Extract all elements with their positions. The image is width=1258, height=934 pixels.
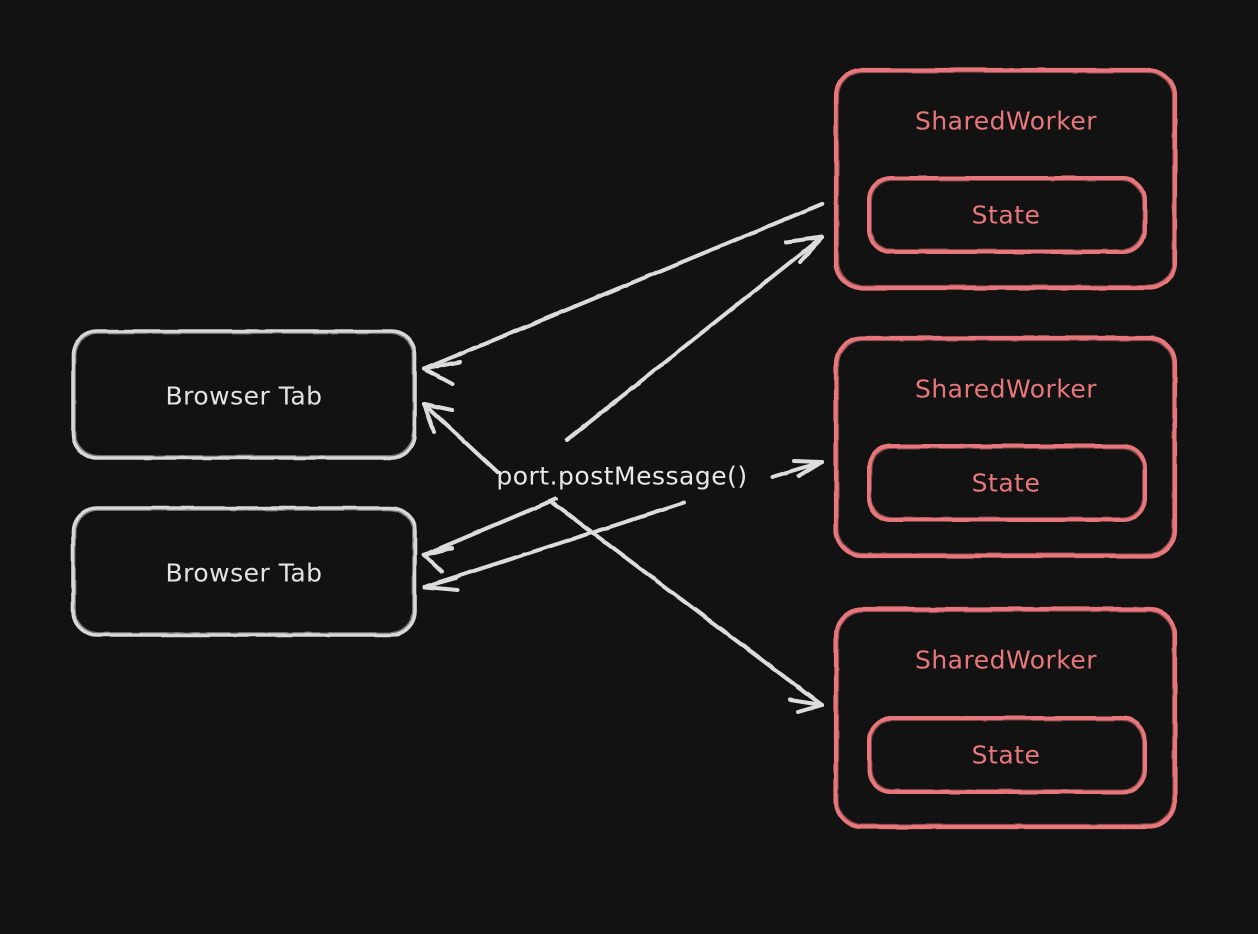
worker-1-outer-border (833, 67, 1178, 291)
worker-2-outer-border (833, 335, 1178, 559)
tab-1-border-sketch (74, 332, 414, 457)
worker-2-shape[interactable] (833, 335, 1178, 559)
arrow-label-to-tab1 (422, 402, 499, 474)
worker-2-outer-border-sketch (836, 338, 1175, 556)
arrow-layer (422, 202, 824, 714)
worker-1-state-border-sketch (870, 179, 1144, 251)
arrow-label-to-tab2 (422, 497, 558, 574)
arrow-worker1-to-tab1 (422, 202, 824, 386)
arrow-label-to-worker3 (551, 501, 824, 714)
worker-2-state-border (867, 444, 1147, 522)
worker-3-state-border (867, 716, 1147, 794)
tab-2-border (71, 506, 417, 637)
arrow-label-to-worker2 (770, 459, 824, 479)
tab-2-border-sketch (74, 509, 414, 634)
worker-1-state-border (867, 176, 1147, 254)
worker-3-outer-border-sketch (836, 609, 1175, 827)
worker-3-state-border-sketch (870, 719, 1144, 791)
worker-3-outer-border (833, 606, 1178, 830)
arrow-label-to-worker1 (565, 235, 824, 442)
worker-2-state-border-sketch (870, 447, 1144, 519)
tab-1-border (71, 329, 417, 460)
worker-1-outer-border-sketch (836, 70, 1175, 288)
tab-2-shape[interactable] (71, 506, 417, 637)
arrow-worker2-to-tab2 (422, 501, 686, 592)
worker-3-shape[interactable] (833, 606, 1178, 830)
tab-1-shape[interactable] (71, 329, 417, 460)
worker-1-shape[interactable] (833, 67, 1178, 291)
